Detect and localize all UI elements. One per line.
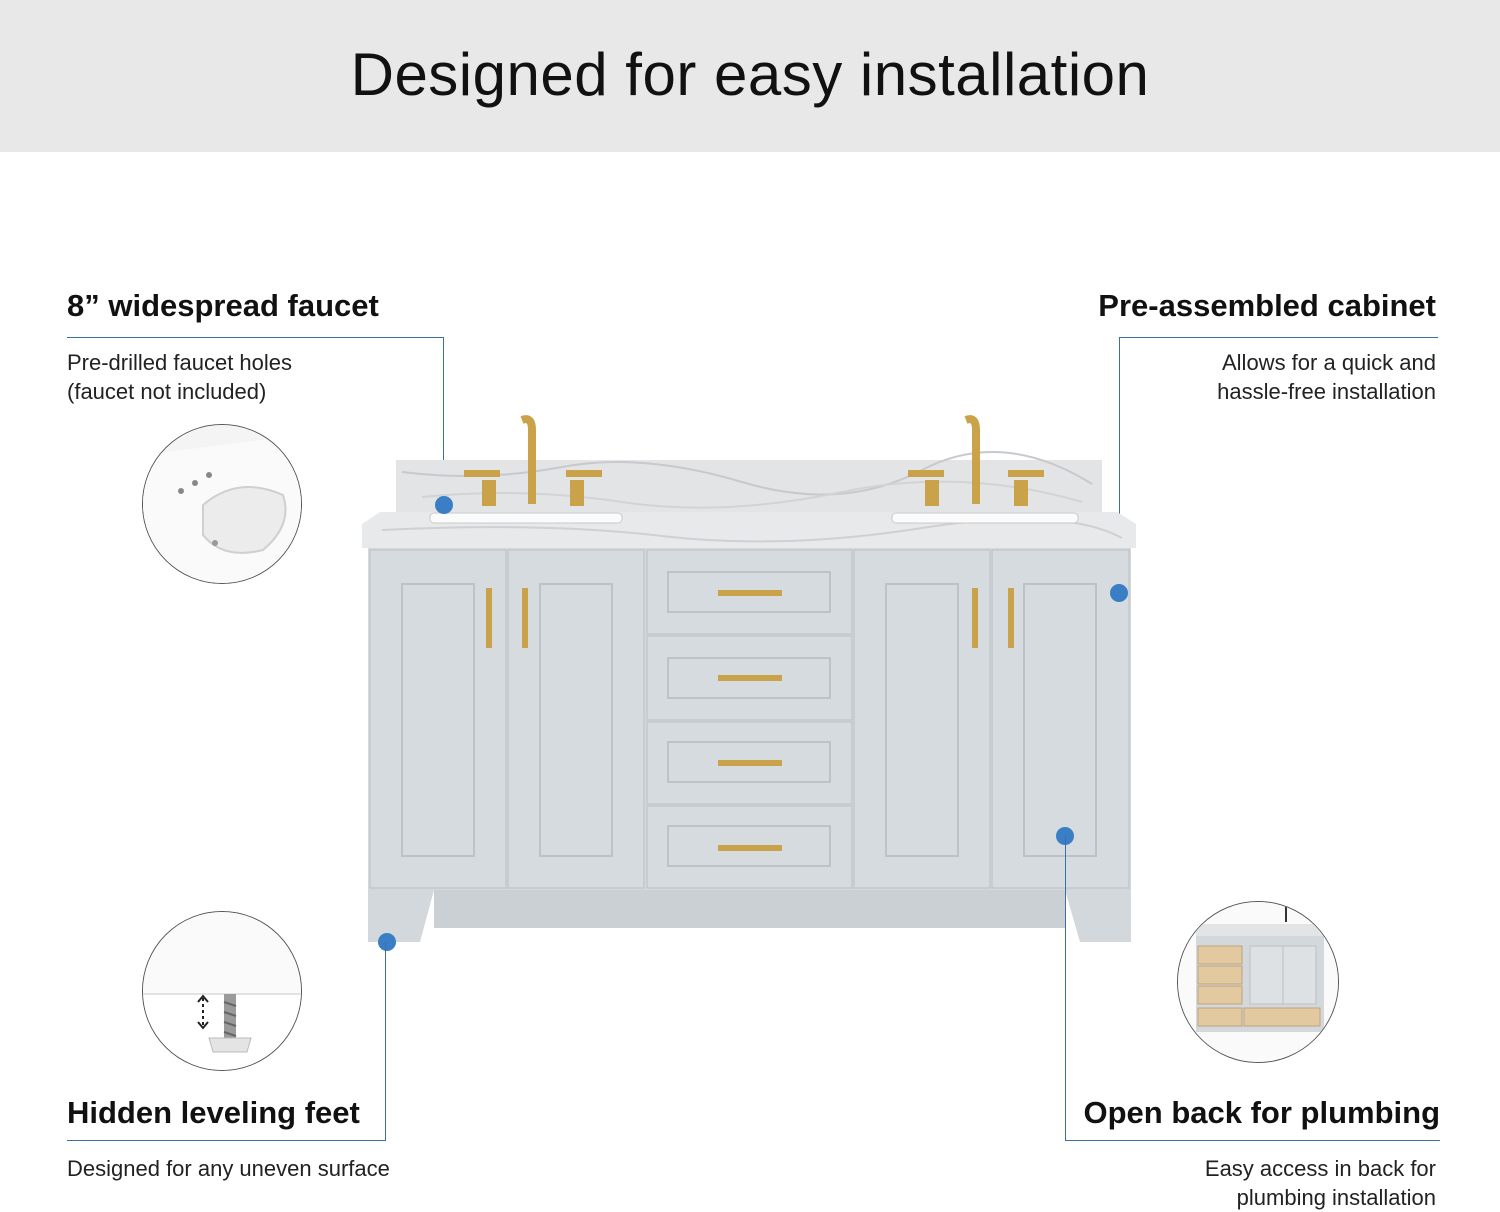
faucet-feature-description: Pre-drilled faucet holes (faucet not inc…	[67, 350, 293, 404]
leveling-foot-icon	[142, 911, 302, 1071]
faucet-callout-dot	[435, 496, 453, 514]
cabinet-feature-description: Allows for a quick and hassle-free insta…	[1217, 350, 1436, 404]
vanity-illustration	[362, 412, 1138, 948]
faucet-callout-line	[67, 337, 444, 338]
faucet-feature-title: 8” widespread faucet	[67, 288, 379, 323]
cabinet-callout-dot	[1110, 584, 1128, 602]
feet-feature-title: Hidden leveling feet	[67, 1095, 360, 1130]
feet-callout-line-vertical	[385, 942, 386, 1141]
header-banner: Designed for easy installation	[0, 0, 1500, 152]
plumbing-callout-line	[1065, 1140, 1440, 1141]
open-back-icon	[1177, 901, 1339, 1063]
plumbing-feature-title: Open back for plumbing	[1083, 1095, 1440, 1130]
cabinet-callout-line-vertical	[1119, 337, 1120, 593]
feet-feature-description: Designed for any uneven surface	[67, 1156, 390, 1181]
page-title: Designed for easy installation	[350, 41, 1150, 108]
cabinet-callout-line	[1119, 337, 1438, 338]
feet-callout-dot	[378, 933, 396, 951]
plumbing-callout-line-vertical	[1065, 836, 1066, 1141]
cabinet-feature-title: Pre-assembled cabinet	[1098, 288, 1436, 323]
plumbing-feature-description: Easy access in back for plumbing install…	[1204, 1156, 1436, 1210]
sink-detail-icon	[142, 424, 302, 584]
faucet-callout-line-vertical	[443, 337, 444, 505]
feet-callout-line	[67, 1140, 386, 1141]
